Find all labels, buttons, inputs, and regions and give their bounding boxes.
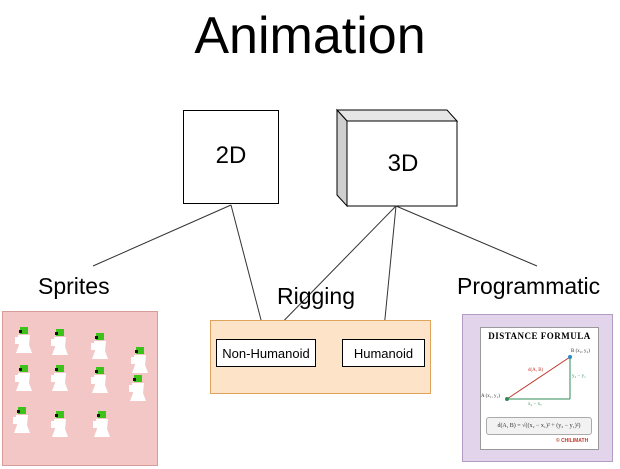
humanoid-box: Humanoid	[342, 339, 425, 367]
dy-label: y₂ − y₁	[572, 374, 586, 379]
edge-3d-non-humanoid	[265, 205, 397, 340]
distance-formula-title: DISTANCE FORMULA	[488, 331, 591, 341]
sprite-sheet-image	[13, 327, 148, 437]
node-2d-box	[183, 110, 279, 204]
distance-triangle-graphic	[505, 355, 572, 401]
cube-front-face	[346, 120, 458, 207]
node-2d-label: 2D	[215, 142, 247, 169]
brand-watermark: © CHILIMATH	[556, 438, 589, 444]
node-3d-label: 3D	[387, 150, 419, 177]
point-a-label: A (x₁, y₁)	[481, 394, 500, 399]
section-rigging-label: Rigging	[277, 283, 355, 309]
edge-3d-programmatic	[395, 205, 538, 267]
point-b-label: B (x₂, y₂)	[571, 349, 590, 354]
section-sprites-label: Sprites	[38, 273, 110, 299]
non-humanoid-box: Non-Humanoid	[216, 339, 316, 367]
edge-2d-non-humanoid	[230, 204, 267, 340]
cube-side-face	[336, 108, 348, 208]
dx-label: x₂ − x₁	[528, 402, 542, 407]
diagram-title: Animation	[194, 7, 426, 65]
distance-formula-equation: d(A, B) = √((x₂ − x₁)² + (y₂ − y₁)²)	[486, 417, 592, 435]
distance-label: d(A, B)	[528, 368, 544, 373]
edge-2d-sprites	[92, 204, 232, 267]
cube-top-face	[335, 109, 459, 122]
section-programmatic-label: Programmatic	[457, 273, 601, 299]
edge-3d-humanoid	[382, 205, 397, 340]
node-3d-cube	[335, 108, 459, 208]
